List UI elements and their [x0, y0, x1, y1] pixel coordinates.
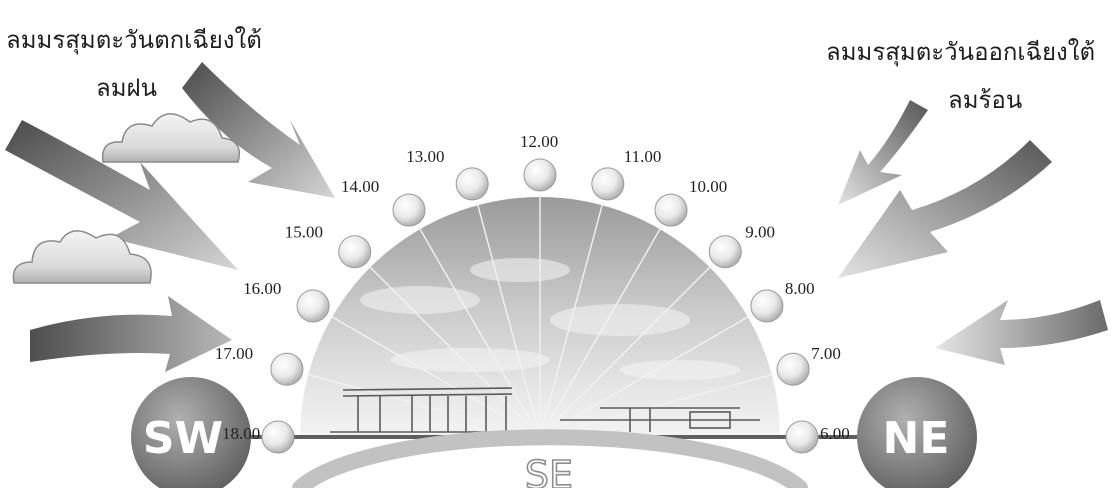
sun-time-label: 8.00	[785, 279, 815, 298]
wind-arrows-northeast	[838, 100, 1108, 365]
compass-ne: NE	[857, 377, 977, 488]
sun-position-marker	[750, 289, 784, 323]
sun-time-label: 18.00	[222, 424, 260, 443]
wind-arrow-icon	[30, 296, 232, 372]
sun-markers: 6.00 7.00 8.00 9.00 10.00 11.00 12.00 13.00 14.0…	[215, 132, 850, 454]
sun-time-label: 16.00	[243, 279, 281, 298]
sun-position-marker	[296, 289, 330, 323]
southwest-monsoon-caption: ลมมรสุมตะวันตกเฉียงใต้	[6, 26, 262, 54]
sun-position-marker	[261, 420, 295, 454]
sun-position-marker	[455, 167, 489, 201]
sun-time-label: 12.00	[520, 132, 558, 151]
wind-arrow-icon	[838, 100, 928, 205]
sun-position-marker	[654, 193, 688, 227]
southwest-monsoon-subtitle: ลมฝน	[96, 74, 157, 102]
cloud-icon	[12, 230, 152, 284]
sun-ray	[539, 225, 663, 438]
wind-arrow-icon	[182, 62, 335, 198]
sun-time-label: 17.00	[215, 344, 253, 363]
sun-position-marker	[776, 352, 810, 386]
sun-time-label: 9.00	[745, 223, 775, 242]
cloud-icon	[101, 113, 240, 163]
wind-arrow-icon	[5, 120, 238, 270]
compass-label-se: SE	[525, 453, 573, 488]
sun-ray	[539, 201, 604, 438]
sun-position-marker	[338, 235, 372, 269]
sun-time-label: 15.00	[285, 223, 323, 242]
sun-position-marker	[523, 158, 557, 192]
wind-arrow-icon	[935, 300, 1108, 365]
compass-sw: SW	[131, 377, 251, 488]
sun-ray	[476, 201, 541, 438]
wind-arrows-southwest	[5, 62, 335, 372]
cloud-wisps	[360, 258, 740, 380]
sun-ray	[539, 263, 714, 438]
sun-time-label: 14.00	[341, 177, 379, 196]
sun-time-label: 6.00	[820, 424, 850, 443]
sun-position-marker	[591, 167, 625, 201]
building-silhouette	[330, 387, 760, 433]
sun-ray	[539, 373, 776, 438]
northeast-monsoon-subtitle: ลมร้อน	[948, 86, 1023, 114]
sun-position-marker	[785, 420, 819, 454]
sun-time-label: 10.00	[689, 177, 727, 196]
northeast-monsoon-caption: ลมมรสุมตะวันออกเฉียงใต้	[826, 38, 1096, 66]
compass-label-sw: SW	[143, 413, 223, 464]
sun-time-label: 7.00	[811, 344, 841, 363]
sun-position-marker	[708, 235, 742, 269]
sun-ray	[366, 263, 541, 438]
se-arc	[292, 429, 808, 488]
compass-label-ne: NE	[883, 413, 950, 464]
sun-position-marker	[270, 352, 304, 386]
sun-ray	[304, 373, 541, 438]
sun-ray	[539, 314, 752, 438]
sun-time-label: 11.00	[624, 147, 662, 166]
sun-position-marker	[392, 193, 426, 227]
sun-ray	[417, 225, 541, 438]
sun-ray	[328, 314, 541, 438]
sun-time-label: 13.00	[406, 147, 444, 166]
wind-arrow-icon	[838, 140, 1052, 278]
sun-rays	[304, 193, 776, 438]
